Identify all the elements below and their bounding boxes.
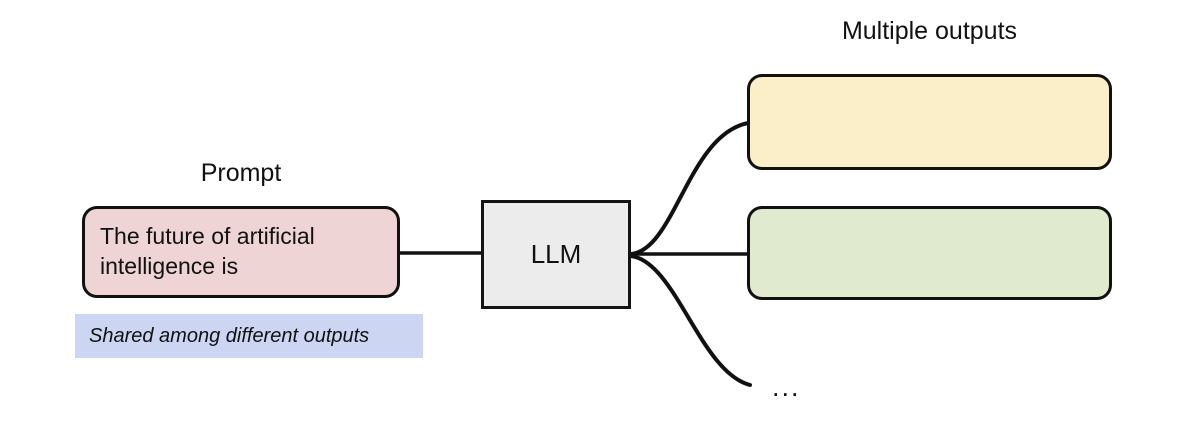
prompt-box[interactable]: The future of artificial intelligence is [82, 206, 400, 298]
more-outputs-ellipsis: ... [772, 372, 801, 402]
llm-box[interactable]: LLM [481, 200, 631, 309]
prompt-section-label: Prompt [200, 159, 282, 187]
outputs-section-label: Multiple outputs [841, 17, 1018, 45]
connector-llm-to-output-1 [629, 121, 750, 256]
llm-label: LLM [530, 239, 582, 269]
shared-among-outputs-text: Shared among different outputs [89, 324, 370, 347]
output-box-1[interactable] [747, 74, 1112, 170]
output-box-2[interactable] [747, 206, 1112, 300]
shared-among-outputs-note: Shared among different outputs [75, 314, 423, 358]
prompt-text: The future of artificial intelligence is [100, 223, 315, 279]
connector-llm-to-more [629, 254, 752, 387]
